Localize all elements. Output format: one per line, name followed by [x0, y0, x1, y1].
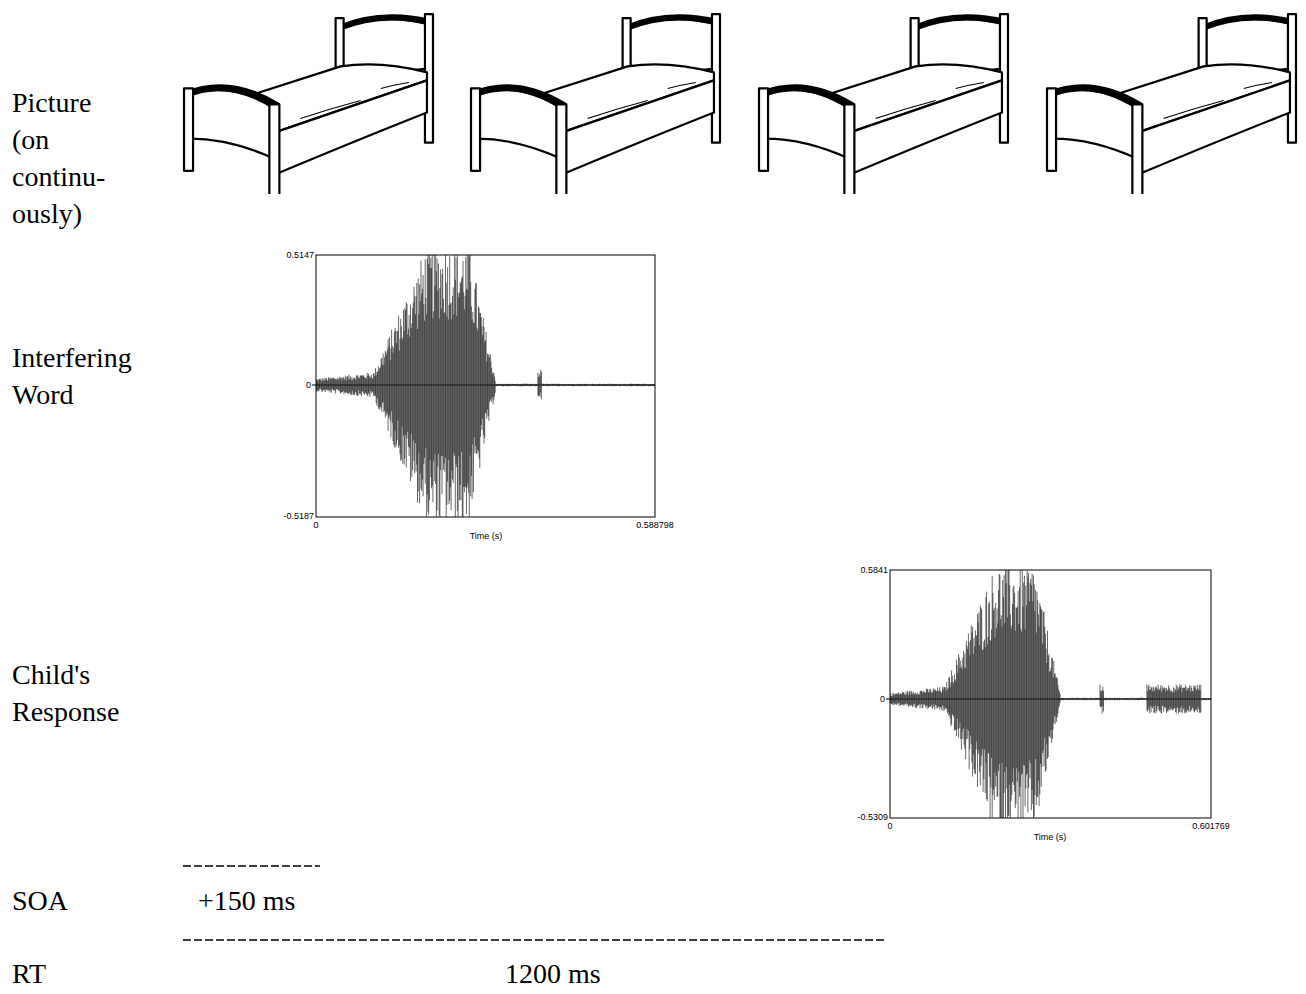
- axis-title: Time (s): [470, 531, 503, 541]
- axis-value: 0: [313, 520, 318, 530]
- row-label: Interfering Word: [12, 339, 162, 413]
- row-label: RT: [12, 955, 46, 992]
- axis-value: 0: [880, 694, 885, 704]
- axis-value: 0: [887, 821, 892, 831]
- axis-value: 0: [306, 380, 311, 390]
- axis-value: 0.601769: [1192, 821, 1230, 831]
- row-label: Picture (on continu- ously): [12, 84, 120, 232]
- soa-interval: [183, 865, 320, 867]
- row-label: SOA: [12, 882, 68, 919]
- waveform: [890, 570, 1211, 818]
- axis-title: Time (s): [1034, 832, 1067, 842]
- axis-value: 0.5147: [286, 250, 314, 260]
- interval-value: +150 ms: [198, 882, 295, 919]
- bed-picture: [759, 14, 1008, 197]
- axis-value: -0.5187: [283, 511, 314, 521]
- bed-picture: [1047, 14, 1296, 197]
- axis-value: -0.5309: [857, 812, 888, 822]
- axis-tick: [886, 699, 890, 700]
- interval-value: 1200 ms: [505, 955, 601, 992]
- axis-value: 0.5841: [860, 565, 888, 575]
- zero-line: [316, 385, 655, 386]
- bed-picture: [184, 14, 433, 197]
- waveform-strokes: [316, 255, 655, 517]
- zero-line: [890, 699, 1211, 700]
- waveform: [316, 255, 655, 517]
- rt-interval: [183, 939, 885, 941]
- waveform-strokes: [890, 570, 1211, 818]
- bed-picture: [471, 14, 720, 197]
- axis-value: 0.588798: [636, 520, 674, 530]
- axis-tick: [312, 385, 316, 386]
- row-label: Child's Response: [12, 656, 162, 730]
